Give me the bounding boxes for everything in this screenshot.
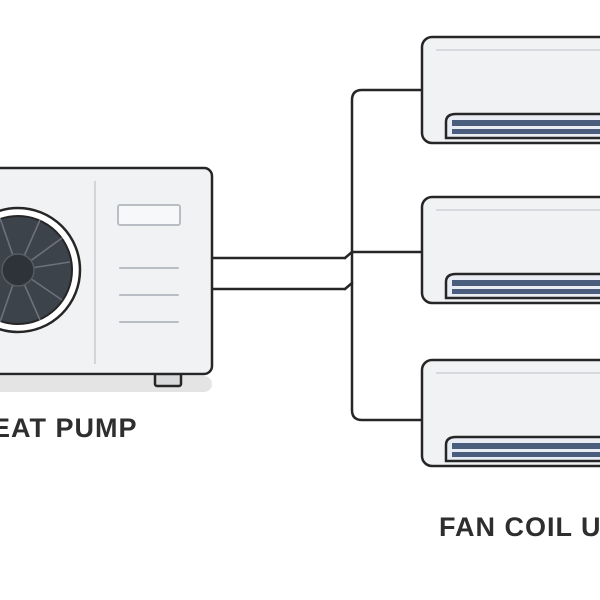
fan-coil-louver-2: [452, 452, 600, 457]
heat-pump-label: EAT PUMP: [0, 413, 138, 443]
pipe-manifold: [350, 88, 424, 422]
fan-coil-unit-3: [420, 358, 600, 468]
heat-pump-unit: [0, 166, 214, 392]
fan-coil-louver-2: [452, 289, 600, 294]
refrigerant-pipes: [211, 88, 424, 422]
fan-coil-unit-1: [420, 35, 600, 145]
heat-pump-display: [117, 204, 181, 226]
fan-coil-louver-1: [452, 443, 600, 449]
fan-coil-louver-2: [452, 129, 600, 134]
fan-coil-louver-1: [452, 120, 600, 126]
heat-pump-vents: [119, 267, 179, 323]
fan-coil-label: FAN COIL U: [439, 512, 600, 542]
fan-coil-louver-1: [452, 280, 600, 286]
fan-hub: [1, 253, 35, 287]
fan-coil-unit-2: [420, 195, 600, 305]
